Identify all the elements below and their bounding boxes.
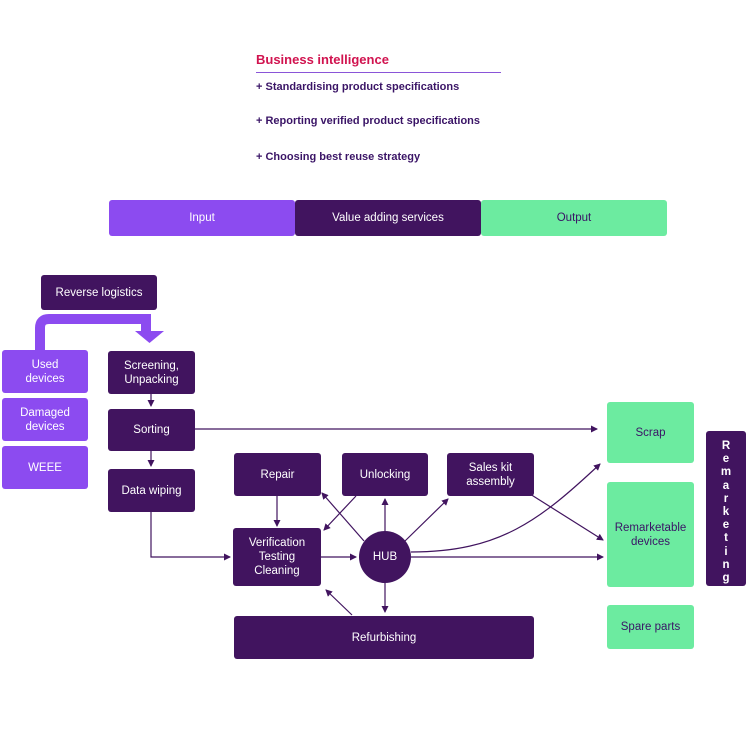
repair-box: Repair xyxy=(234,453,321,496)
bi-item-reporting: + Reporting verified product specificati… xyxy=(256,115,481,127)
phase-output: Output xyxy=(481,200,667,236)
arrow-hub-scrap xyxy=(410,463,601,553)
sales-kit-assembly-box: Sales kit assembly xyxy=(447,453,534,496)
refurbishing-box: Refurbishing xyxy=(234,616,534,659)
reverse-logistics-arrow xyxy=(35,314,164,350)
arrow-hub-saleskit xyxy=(404,498,449,542)
screening-unpacking-box: Screening, Unpacking xyxy=(108,351,195,394)
phase-value-adding: Value adding services xyxy=(295,200,481,236)
hub-node: HUB xyxy=(359,531,411,583)
unlocking-box: Unlocking xyxy=(342,453,428,496)
reverse-logistics-box: Reverse logistics xyxy=(41,275,157,310)
remarketing-bar xyxy=(706,431,746,586)
bi-item-choosing: + Choosing best reuse strategy xyxy=(256,151,421,163)
damaged-devices-box: Damaged devices xyxy=(2,398,88,441)
used-devices-box: Used devices xyxy=(2,350,88,393)
sorting-box: Sorting xyxy=(108,409,195,451)
arrow-refurbishing-verification xyxy=(325,589,353,616)
arrow-hub-repair xyxy=(321,492,365,542)
business-intelligence-title: Business intelligence xyxy=(256,52,389,67)
data-wiping-box: Data wiping xyxy=(108,469,195,512)
arrow-unlocking-verification xyxy=(323,495,357,531)
phase-input: Input xyxy=(109,200,295,236)
verification-testing-cleaning-box: Verification Testing Cleaning xyxy=(233,528,321,586)
scrap-box: Scrap xyxy=(607,402,694,463)
bi-item-standardising: + Standardising product specifications xyxy=(256,81,460,93)
weee-box: WEEE xyxy=(2,446,88,489)
arrow-saleskit-remarketable xyxy=(529,493,604,541)
arrow-datawiping-verification xyxy=(150,512,231,561)
remarketable-devices-box: Remarketable devices xyxy=(607,482,694,587)
business-intelligence-divider xyxy=(256,72,501,73)
spare-parts-box: Spare parts xyxy=(607,605,694,649)
